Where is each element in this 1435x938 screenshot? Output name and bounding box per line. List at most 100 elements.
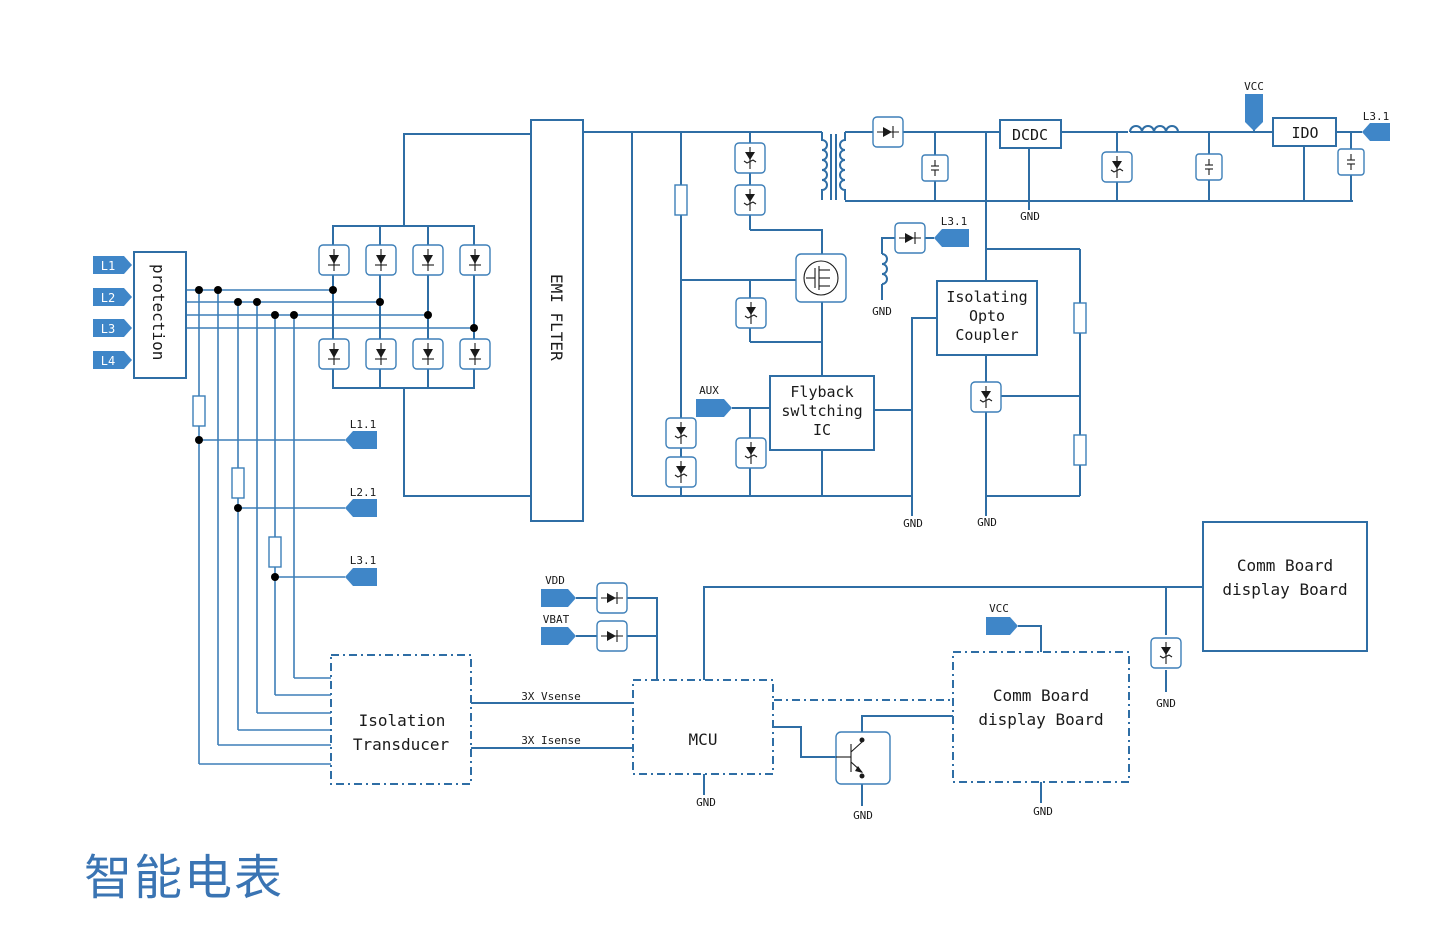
ground-labels: GND GND GND GND GND GND GND GND <box>696 210 1176 822</box>
tvs-diode-icon <box>665 417 697 449</box>
transformer-icon <box>821 132 846 200</box>
wires <box>186 112 1362 806</box>
diode-icon <box>365 338 397 370</box>
comm-board-mid-line-2: display Board <box>978 710 1103 729</box>
junction-dots <box>195 286 478 581</box>
tvs-diode-icon <box>1101 151 1133 183</box>
svg-text:L1: L1 <box>101 259 115 273</box>
tag-vbat <box>541 627 576 645</box>
opto-coupler-block: Isolating Opto Coupler <box>936 280 1038 356</box>
sense-output-tags: L1.1 L2.1 L3.1 <box>345 418 377 586</box>
tag-vcc-top-label: VCC <box>1244 80 1264 93</box>
svg-text:L3: L3 <box>101 322 115 336</box>
diode-icon <box>894 222 926 254</box>
capacitor-icon <box>921 154 949 182</box>
emi-filter-block: EMI FLTER <box>530 119 584 522</box>
secondary-side-components <box>872 116 1365 466</box>
isolation-transducer-block: Isolation Transducer <box>330 654 472 785</box>
resistor-icon <box>1073 302 1087 334</box>
tvs-diode-icon <box>734 142 766 174</box>
protection-label: protection <box>149 264 168 360</box>
gnd-inductor: GND <box>872 305 892 318</box>
gnd-mcu: GND <box>696 796 716 809</box>
resistor-icon <box>268 536 282 568</box>
ido-block: IDO <box>1272 117 1337 147</box>
diode-icon <box>459 244 491 276</box>
gnd-transistor: GND <box>853 809 873 822</box>
svg-text:L2: L2 <box>101 291 115 305</box>
capacitor-icon <box>1337 148 1365 176</box>
tvs-diode-icon <box>596 582 628 614</box>
tag-aux-label: AUX <box>699 384 719 397</box>
opto-line-3: Coupler <box>955 326 1018 344</box>
tag-vdd-label: VDD <box>545 574 565 587</box>
flyback-ic-block: Flyback swltching IC <box>769 375 875 451</box>
opto-line-2: Opto <box>969 307 1005 325</box>
svg-text:L4: L4 <box>101 354 115 368</box>
capacitor-icon <box>1195 153 1223 181</box>
tag-l21 <box>345 499 377 517</box>
protection-block: protection <box>133 251 187 379</box>
dcdc-block: DCDC <box>999 119 1062 149</box>
comm-board-right-block: Comm Board display Board <box>1202 521 1368 652</box>
bus-labels: 3X Vsense 3X Isense <box>521 690 581 747</box>
isolation-line-1: Isolation <box>359 711 446 730</box>
input-tag-l3: L3 <box>93 319 132 337</box>
diode-icon <box>365 244 397 276</box>
flyback-line-1: Flyback <box>790 383 853 401</box>
tag-l31-label: L3.1 <box>350 554 377 567</box>
resistor-icon <box>674 184 688 216</box>
transistor-icon <box>835 731 891 785</box>
page-title: 智能电表 <box>84 850 285 906</box>
mcu-side-components <box>596 582 1182 785</box>
emi-filter-label: EMI FLTER <box>547 274 566 361</box>
tvs-diode-icon <box>1150 637 1182 669</box>
gnd-opto: GND <box>977 516 997 529</box>
tvs-diode-icon <box>734 184 766 216</box>
diode-icon <box>318 244 350 276</box>
tag-l11 <box>345 431 377 449</box>
tag-vcc-mid <box>986 617 1018 635</box>
mcu-label: MCU <box>689 730 718 749</box>
tvs-diode-icon <box>970 381 1002 413</box>
tag-vbat-label: VBAT <box>543 613 570 626</box>
tvs-diode-icon <box>596 620 628 652</box>
input-tag-l2: L2 <box>93 288 132 306</box>
input-tag-l4: L4 <box>93 351 132 369</box>
tag-vcc-top <box>1245 94 1263 131</box>
diode-icon <box>459 338 491 370</box>
power-tags: AUX L3.1 VCC L3.1 VDD VBAT VCC <box>541 80 1390 645</box>
isense-label: 3X Isense <box>521 734 581 747</box>
tag-vcc-mid-label: VCC <box>989 602 1009 615</box>
diode-icon <box>872 116 904 148</box>
tag-l31-out-label: L3.1 <box>1363 110 1390 123</box>
diode-icon <box>318 338 350 370</box>
diode-icon <box>412 338 444 370</box>
isolation-line-2: Transducer <box>353 735 450 754</box>
gnd-comm-mid: GND <box>1033 805 1053 818</box>
comm-board-mid-block: Comm Board display Board <box>952 651 1130 783</box>
gnd-dcdc: GND <box>1020 210 1040 223</box>
sense-resistors <box>192 395 282 568</box>
ido-label: IDO <box>1291 124 1318 142</box>
comm-board-right-line-1: Comm Board <box>1237 556 1333 575</box>
primary-side-components <box>665 132 847 488</box>
flyback-line-2: swltching <box>781 402 862 420</box>
inductor-icon <box>881 253 888 285</box>
tag-l11-label: L1.1 <box>350 418 377 431</box>
tag-l21-label: L2.1 <box>350 486 377 499</box>
tag-vdd <box>541 589 576 607</box>
tag-l31 <box>345 568 377 586</box>
inductor-icon <box>1128 125 1179 138</box>
gnd-comm-right: GND <box>1156 697 1176 710</box>
tag-l31-opto <box>934 229 969 247</box>
diode-icon <box>412 244 444 276</box>
mcu-block: MCU <box>632 679 774 775</box>
tvs-diode-icon <box>735 437 767 469</box>
line-input-tags: L1 L2 L3 L4 <box>93 256 132 369</box>
tag-l31-out <box>1362 123 1390 141</box>
tag-l31-opto-label: L3.1 <box>941 215 968 228</box>
tvs-diode-icon <box>665 456 697 488</box>
opto-line-1: Isolating <box>946 288 1027 306</box>
